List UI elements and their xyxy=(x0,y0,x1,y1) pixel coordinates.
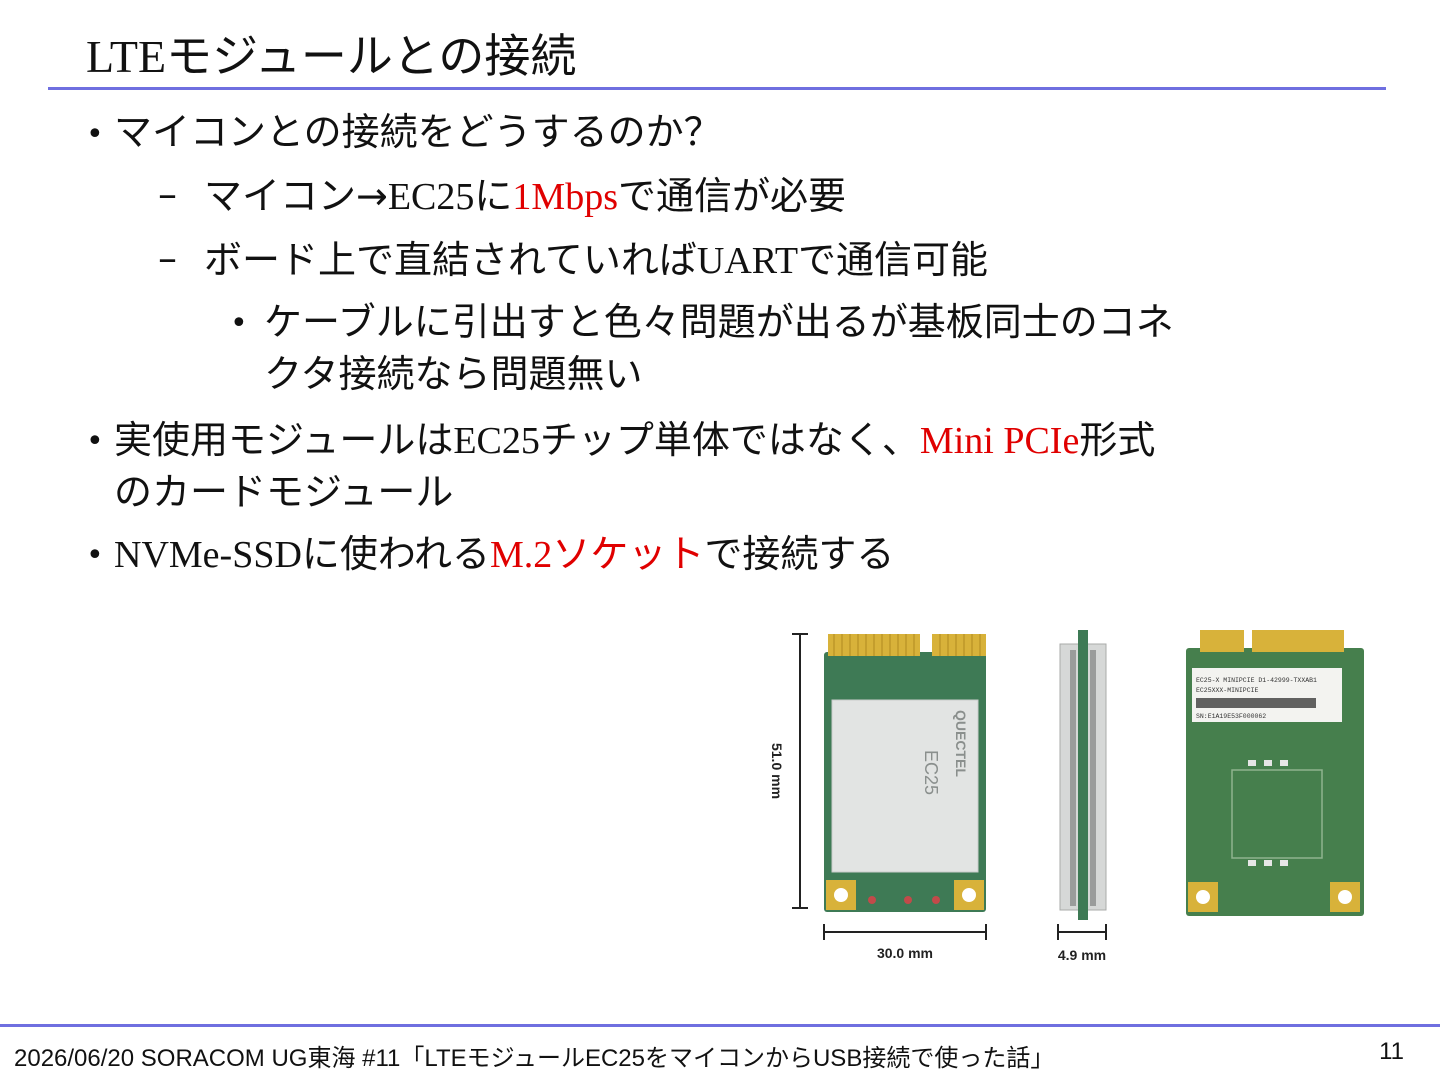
title-part-lte: LTE xyxy=(86,31,167,82)
module-back-view: EC25-X MINIPCIE D1-42999-TXXAB1 EC25XXX-… xyxy=(1186,630,1364,916)
sub-sub-bullet-text-1: ケーブルに引出すと色々問題が出るが基板同士のコネ xyxy=(264,300,1174,344)
sub-bullet-1: マイコン→EC25に1Mbpsで通信が必要 xyxy=(204,172,846,221)
sub-sub-bullet-line-1: ケーブルに引出すと色々問題が出るが基板同士のコネ xyxy=(264,298,1174,346)
width-label: 30.0 mm xyxy=(877,945,933,961)
bullet-1-text: マイコンとの接続をどうするのか？ xyxy=(114,110,722,154)
sub-bullet-1-d: 1Mbps xyxy=(512,176,618,218)
bullet-2-text-2: のカードモジュール xyxy=(114,470,454,514)
footer-text: 2026/06/20 SORACOM UG東海 #11「LTEモジュールEC25… xyxy=(14,1045,1055,1072)
page-number: 11 xyxy=(1379,1038,1404,1065)
bullet-2-b: EC25 xyxy=(453,420,540,462)
bullet-3-e: で接続する xyxy=(704,532,895,576)
bullet-3-b: に使われる xyxy=(301,532,491,576)
bullet-1: マイコンとの接続をどうするのか？ xyxy=(114,108,722,156)
sub-bullet-2-a: ボード上で直結されていれば xyxy=(204,238,697,282)
sub-bullet-1-a: マイコン→ xyxy=(204,174,388,218)
sub-bullet-1-c: に xyxy=(474,174,513,218)
bullet-dot: • xyxy=(86,538,104,573)
sub-bullet-2-c: で通信可能 xyxy=(798,238,989,282)
bullet-2-line-2: のカードモジュール xyxy=(114,468,453,516)
chip-label: EC25 xyxy=(921,750,941,795)
module-front-view: EC25 QUECTEL xyxy=(824,634,986,912)
bullet-dot: • xyxy=(86,117,104,152)
bullet-2-c: チップ単体ではなく、 xyxy=(539,418,920,462)
bullet-dot: • xyxy=(230,306,248,341)
sub-bullet-1-e: で通信が必要 xyxy=(618,174,847,218)
bullet-2-a: 実使用モジュールは xyxy=(114,418,454,462)
module-side-view xyxy=(1059,630,1107,920)
bullet-3-c: M.2 xyxy=(490,534,553,576)
sub-bullet-2: ボード上で直結されていればUARTで通信可能 xyxy=(204,236,988,285)
bullet-3-a: NVMe-SSD xyxy=(114,534,302,576)
back-label-1: EC25-X MINIPCIE D1-42999-TXXAB1 xyxy=(1196,677,1317,684)
ec25-module-figure: 51.0 mm EC25 QUECTEL 30.0 mm xyxy=(769,630,1364,963)
thickness-label: 4.9 mm xyxy=(1058,947,1106,963)
height-label: 51.0 mm xyxy=(769,743,785,799)
footer-divider xyxy=(0,1024,1440,1027)
dash-marker: – xyxy=(158,172,177,216)
sub-bullet-2-b: UART xyxy=(696,240,799,282)
sub-bullet-1-b: EC25 xyxy=(387,176,475,218)
slide-title: LTEモジュールとの接続 xyxy=(86,26,576,87)
dash-marker: – xyxy=(158,236,177,280)
bullet-3-d: ソケット xyxy=(552,532,705,576)
bullet-dot: • xyxy=(86,424,104,459)
back-label-3: SN:E1A19E53F000062 xyxy=(1196,713,1266,720)
bullet-2-line-1: 実使用モジュールはEC25チップ単体ではなく、Mini PCIe形式 xyxy=(114,416,1155,465)
brand-label: QUECTEL xyxy=(953,710,969,777)
title-part-main: モジュールとの接続 xyxy=(166,29,577,83)
title-underline xyxy=(48,87,1386,90)
bullet-2-d: Mini PCIe xyxy=(919,420,1080,462)
sub-sub-bullet-text-2: クタ接続なら問題無い xyxy=(264,352,643,396)
thickness-dimension xyxy=(1057,924,1107,940)
height-dimension xyxy=(792,633,808,909)
width-dimension xyxy=(823,924,987,940)
bullet-2-e: 形式 xyxy=(1079,418,1156,462)
sub-sub-bullet-line-2: クタ接続なら問題無い xyxy=(264,350,642,398)
back-label-2: EC25XXX-MINIPCIE xyxy=(1196,687,1259,694)
bullet-3: NVMe-SSDに使われるM.2ソケットで接続する xyxy=(114,530,894,579)
